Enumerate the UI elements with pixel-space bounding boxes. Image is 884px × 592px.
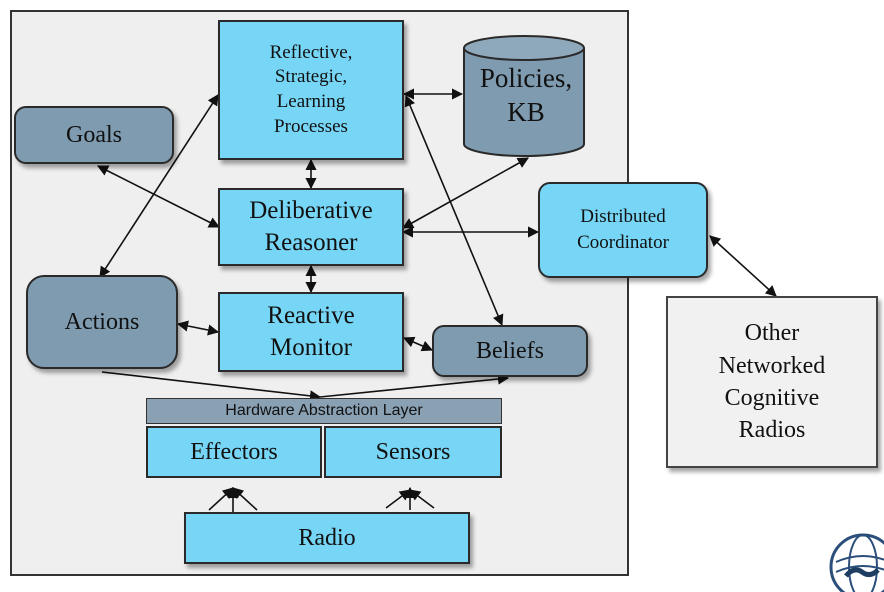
reactive-monitor: Reactive Monitor	[218, 292, 404, 372]
other-networked-cognitive-radios: Other Networked Cognitive Radios	[666, 296, 878, 468]
connector-layer	[96, 88, 777, 512]
arrow-radio-effectors-left	[208, 487, 234, 511]
arrow-hal-to-beliefs	[319, 373, 510, 398]
arrow-actions-to-hal	[101, 371, 322, 402]
radio: Radio	[184, 512, 470, 564]
effectors: Effectors	[146, 426, 322, 478]
beliefs: Beliefs	[432, 325, 588, 377]
reflective-strategic-learning-processes: Reflective, Strategic, Learning Processe…	[218, 20, 404, 160]
arrow-goals-deliberative	[96, 165, 221, 228]
arrow-beliefs-reflective	[404, 94, 504, 327]
arrow-distributed-other	[709, 235, 777, 297]
cognitive-radio-architecture-diagram: Policies, KB Reflective, Strategic, Lear…	[10, 10, 884, 592]
actions: Actions	[26, 275, 178, 369]
arrow-radio-effectors-right	[232, 487, 258, 511]
deliberative-reasoner: Deliberative Reasoner	[218, 188, 404, 266]
policies-cylinder	[463, 35, 585, 157]
arrow-sensors-radio-right	[409, 489, 435, 509]
arrow-actions-reflective	[99, 94, 219, 278]
policies-kb-label: Policies, KB	[479, 63, 573, 127]
arrow-reactive-beliefs	[402, 336, 434, 352]
distributed-coordinator: Distributed Coordinator	[538, 182, 708, 278]
goals: Goals	[14, 106, 174, 164]
hardware-abstraction-layer: Hardware Abstraction Layer	[146, 398, 502, 424]
arrow-sensors-radio-left	[385, 489, 411, 509]
institution-logo-icon	[829, 533, 884, 592]
sensors: Sensors	[324, 426, 502, 478]
arrow-actions-reactive	[176, 320, 220, 336]
